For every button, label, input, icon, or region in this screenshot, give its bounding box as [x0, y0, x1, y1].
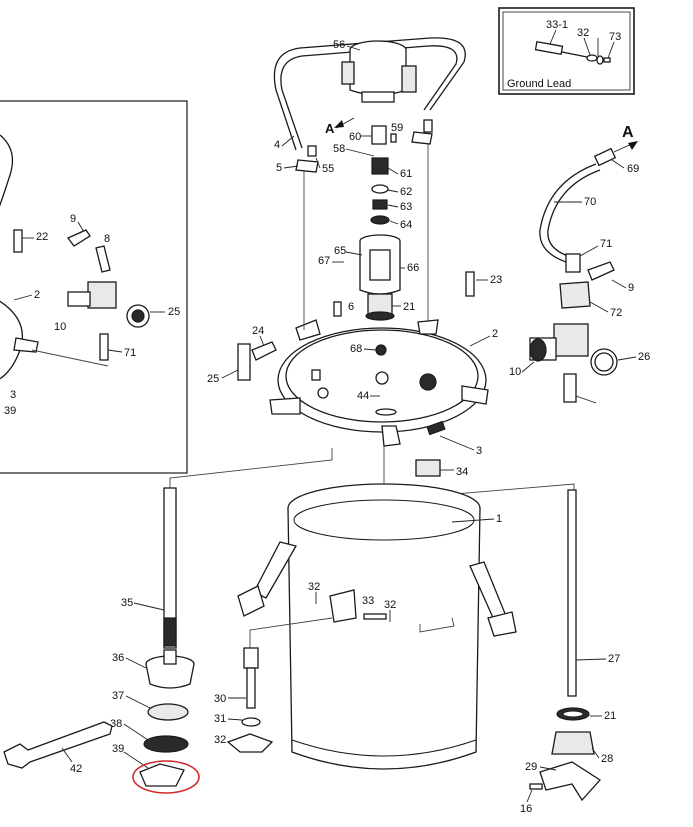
left-detail-panel: 22 9 8 25 10 71 2 3 39	[0, 100, 188, 474]
callout-56: 58	[333, 143, 345, 155]
agitator-shaft-assembly: 27 21 28 29 16	[520, 489, 620, 815]
callout-58: 60	[349, 131, 361, 143]
callout-39: 34	[456, 466, 468, 478]
callout-57: 59	[391, 122, 403, 134]
callout-55: 56	[333, 39, 345, 51]
pressure-tank: 1 32 33 32 30 31 32	[214, 483, 517, 770]
left-callout-10: 10	[54, 321, 66, 333]
callout-1: 1	[496, 513, 502, 525]
fluid-tube-assembly: 35 36 37 38 39 42	[3, 487, 200, 794]
callout-32-left: 32	[308, 581, 320, 593]
arrow-label-a-1: A	[325, 121, 335, 136]
callout-3: 3	[476, 445, 482, 457]
callout-16: 16	[520, 803, 532, 815]
left-callout-3: 3	[10, 389, 16, 401]
left-callout-8: 8	[104, 233, 110, 245]
callout-42: 42	[70, 763, 82, 775]
callout-66: 67	[318, 255, 330, 267]
arrow-label-a-2: A	[622, 124, 634, 141]
callout-62: 64	[400, 219, 412, 231]
callout-59: 61	[400, 168, 412, 180]
callout-21-top: 21	[403, 301, 415, 313]
air-motor-assembly: 4 56 A 59 60 58 5 55 61	[273, 37, 466, 321]
callout-32-right: 32	[384, 599, 396, 611]
callout-63: 68	[350, 343, 362, 355]
ground-lead-label: Ground Lead	[507, 78, 571, 90]
callout-28: 29	[525, 761, 537, 773]
callout-33-1: 33-1	[546, 19, 568, 31]
ground-lead-inset: 33-1 32 73 Ground Lead	[498, 7, 635, 95]
callout-70: 72	[610, 307, 622, 319]
callout-4: 4	[274, 139, 280, 151]
callout-69: 71	[600, 238, 612, 250]
callout-27: 28	[601, 753, 613, 765]
callout-22: 23	[490, 274, 502, 286]
callout-72: 73	[609, 31, 621, 43]
callout-31: 32	[214, 734, 226, 746]
callout-44: 55	[322, 163, 334, 175]
callout-29: 30	[214, 693, 226, 705]
callout-36: 37	[112, 690, 124, 702]
callout-37: 38	[110, 718, 122, 730]
regulator-assembly: A 69 70 71 9 72 26 10	[509, 124, 650, 404]
lid-assembly: 68 44 2 3 34 23 24 25	[169, 144, 575, 501]
callout-67: 69	[627, 163, 639, 175]
callout-25: 26	[638, 351, 650, 363]
callout-33: 33	[362, 595, 374, 607]
left-callout-9: 9	[70, 213, 76, 225]
callout-23: 24	[252, 325, 264, 337]
left-callout-39: 39	[4, 405, 16, 417]
callout-60: 62	[400, 186, 412, 198]
callout-38: 39	[112, 743, 124, 755]
callout-68: 70	[584, 196, 596, 208]
callout-35: 36	[112, 652, 124, 664]
callout-34: 35	[121, 597, 133, 609]
highlight-circle-38	[132, 760, 200, 794]
callout-6: 6	[348, 301, 354, 313]
callout-43: 44	[357, 390, 369, 402]
left-callout-25: 25	[168, 306, 180, 318]
callout-32-inset: 32	[577, 27, 589, 39]
callout-9: 9	[628, 282, 634, 294]
callout-64: 66	[407, 262, 419, 274]
callout-26: 27	[608, 653, 620, 665]
callout-65: 65	[334, 245, 346, 257]
callout-21-bottom: 21	[604, 710, 616, 722]
callout-10: 10	[509, 366, 521, 378]
left-callout-71: 71	[124, 347, 136, 359]
callout-2: 2	[492, 328, 498, 340]
callout-30: 31	[214, 713, 226, 725]
callout-24: 25	[207, 373, 219, 385]
callout-5: 5	[276, 162, 282, 174]
callout-61: 63	[400, 201, 412, 213]
left-callout-2: 2	[34, 289, 40, 301]
left-callout-22: 22	[36, 231, 48, 243]
